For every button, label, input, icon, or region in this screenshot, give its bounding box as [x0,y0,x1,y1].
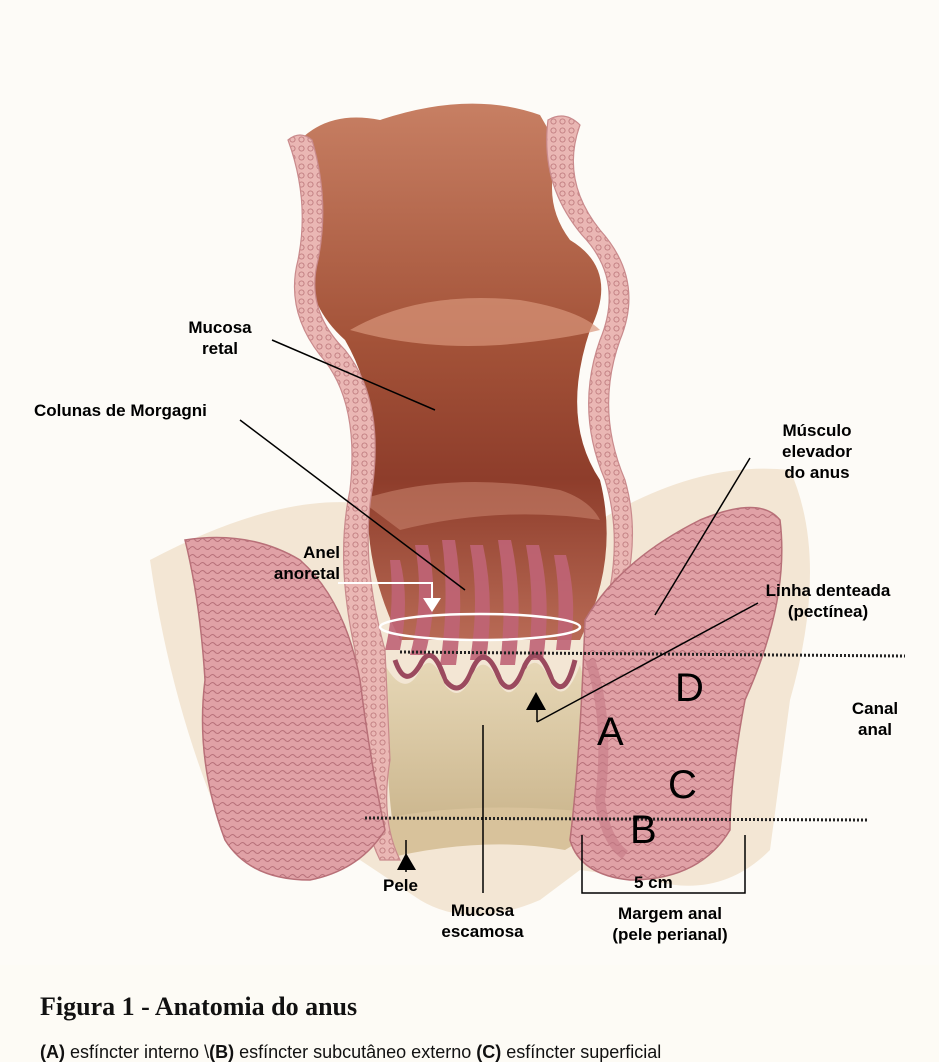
letter-b: B [630,810,657,850]
letter-c: C [668,765,697,805]
caption-text-c: esfíncter superficial [501,1042,661,1062]
label-canal-anal: Canal anal [820,698,930,740]
label-line: escamosa [425,921,540,942]
label-musculo-elevador: Músculo elevador do anus [752,420,882,483]
label-margem-anal: Margem anal (pele perianal) [590,903,750,945]
label-line: Margem anal [590,903,750,924]
figure-caption-text: (A) esfíncter interno \(B) esfíncter sub… [40,1042,661,1063]
label-linha-denteada: Linha denteada (pectínea) [758,580,898,622]
label-line: do anus [752,462,882,483]
label-line: anoretal [240,563,340,584]
label-colunas-de-morgagni: Colunas de Morgagni [34,400,207,421]
label-line: Mucosa [160,317,280,338]
label-pele: Pele [383,875,418,896]
caption-text-a: esfíncter interno \ [65,1042,209,1062]
label-line: (pele perianal) [590,924,750,945]
caption-tag-b: (B) [209,1042,234,1062]
label-5-cm: 5 cm [634,872,673,893]
label-line: elevador [752,441,882,462]
label-line: retal [160,338,280,359]
caption-tag-c: (C) [476,1042,501,1062]
caption-tag-a: (A) [40,1042,65,1062]
label-line: (pectínea) [758,601,898,622]
label-mucosa-escamosa: Mucosa escamosa [425,900,540,942]
label-line: anal [820,719,930,740]
label-line: Mucosa [425,900,540,921]
label-line: Anel [240,542,340,563]
label-mucosa-retal: Mucosa retal [160,317,280,359]
label-anel-anoretal: Anel anoretal [240,542,340,584]
label-line: Músculo [752,420,882,441]
letter-d: D [675,668,704,708]
figure-caption-title: Figura 1 - Anatomia do anus [40,992,357,1022]
label-line: Canal [820,698,930,719]
letter-a: A [597,712,624,752]
label-line: Linha denteada [758,580,898,601]
caption-text-b: esfíncter subcutâneo externo [234,1042,476,1062]
